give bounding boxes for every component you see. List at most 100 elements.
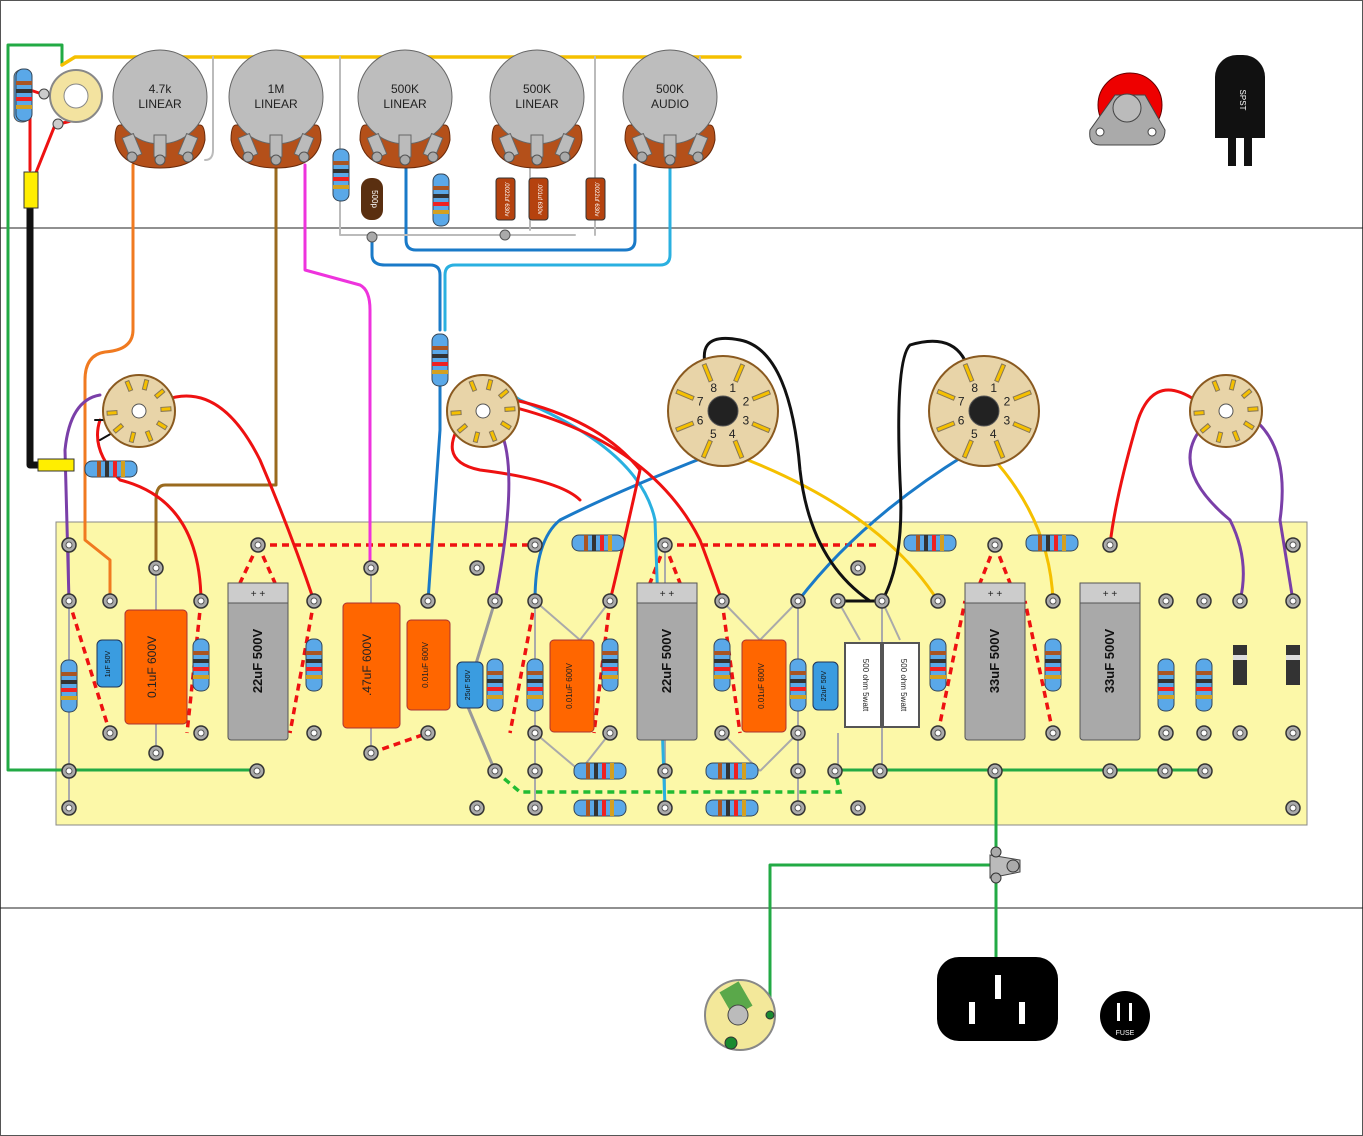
noval-tube-socket bbox=[446, 374, 520, 448]
filter-cap-label: 33uF 500V bbox=[1102, 629, 1117, 694]
cap-label: 0.01uF 600V bbox=[421, 641, 430, 687]
coupling-cap-4 bbox=[549, 639, 595, 733]
cap-label: 22uF 50V bbox=[821, 670, 828, 701]
turret-post-hole bbox=[531, 541, 539, 549]
iec-power-inlet[interactable] bbox=[937, 957, 1058, 1041]
resistor bbox=[60, 659, 78, 713]
filter-cap-label: 22uF 500V bbox=[659, 629, 674, 694]
pots: 4.7kLINEAR1MLINEAR500KLINEAR500KLINEAR50… bbox=[112, 49, 718, 169]
filter-cap-3: + + 33uF 500V bbox=[964, 582, 1026, 741]
fuse-holder[interactable]: FUSE bbox=[1100, 991, 1150, 1041]
ground-lug bbox=[989, 846, 1021, 884]
turret-post-hole bbox=[606, 729, 614, 737]
tone-cap-treble bbox=[495, 177, 516, 221]
pin-number: 7 bbox=[958, 394, 965, 408]
turret-post-hole bbox=[531, 804, 539, 812]
turret-post-hole bbox=[1049, 597, 1057, 605]
cap-label: .47uF 600V bbox=[360, 634, 374, 696]
pot-value: 4.7k bbox=[149, 82, 173, 96]
pot-value: 500K bbox=[656, 82, 684, 96]
pin-number: 5 bbox=[971, 427, 978, 441]
polarity-mark: + + bbox=[251, 589, 266, 600]
pin-number: 8 bbox=[971, 381, 978, 395]
polarity-mark: + + bbox=[660, 589, 675, 600]
turret-post-hole bbox=[991, 541, 999, 549]
turret-post-hole bbox=[106, 597, 114, 605]
turret-post-hole bbox=[367, 564, 375, 572]
resistor bbox=[192, 638, 210, 692]
pot-taper: LINEAR bbox=[383, 97, 427, 111]
ceramic-cap-label: 500p bbox=[370, 190, 379, 208]
fuse-label: FUSE bbox=[1116, 1030, 1135, 1037]
pin-number: 3 bbox=[742, 414, 749, 428]
polarity-mark: + + bbox=[988, 589, 1003, 600]
pin-number: 8 bbox=[710, 381, 717, 395]
power-resistor-label: 500 ohm 5watt bbox=[861, 659, 870, 712]
filter-cap-4: + + 33uF 500V bbox=[1079, 582, 1141, 741]
switch-label: SPST bbox=[1238, 90, 1247, 111]
cap-label: 0.01uF 600V bbox=[565, 662, 574, 708]
resistor bbox=[571, 534, 625, 552]
turret-post-hole bbox=[1161, 767, 1169, 775]
pot-taper: LINEAR bbox=[254, 97, 298, 111]
cap-label: 25uF 50V bbox=[465, 669, 472, 700]
resistor bbox=[929, 638, 947, 692]
filter-cap-label: 33uF 500V bbox=[987, 629, 1002, 694]
resistor bbox=[705, 799, 759, 817]
tone-cap-label: .001uf 630v bbox=[536, 183, 542, 214]
resistor bbox=[526, 658, 544, 712]
turret-post-hole bbox=[1049, 729, 1057, 737]
turret-posts bbox=[61, 537, 1301, 816]
ground-switch[interactable] bbox=[704, 979, 776, 1051]
resistor bbox=[432, 173, 450, 227]
pot-value: 500K bbox=[523, 82, 551, 96]
resistor bbox=[705, 762, 759, 780]
pin-number: 4 bbox=[990, 427, 997, 441]
polarity-mark: + + bbox=[1103, 589, 1118, 600]
shield-sleeve bbox=[37, 458, 75, 472]
cap-label: 1uF 50V bbox=[105, 650, 112, 677]
turret-post-hole bbox=[1162, 729, 1170, 737]
resistor bbox=[789, 658, 807, 712]
resistor bbox=[486, 658, 504, 712]
resistor bbox=[84, 460, 138, 478]
resistor bbox=[15, 68, 33, 122]
resistor bbox=[573, 799, 627, 817]
turret-post-hole bbox=[831, 767, 839, 775]
tone-cap-label: .0022uf 630v bbox=[593, 182, 599, 217]
turret-post-hole bbox=[491, 597, 499, 605]
pot-taper: LINEAR bbox=[138, 97, 182, 111]
resistor bbox=[431, 333, 449, 387]
filter-cap-1: + + 22uF 500V bbox=[227, 582, 289, 741]
coupling-cap-2 bbox=[342, 602, 401, 729]
turret-post-hole bbox=[718, 729, 726, 737]
resistor bbox=[1195, 658, 1213, 712]
turret-post-hole bbox=[934, 729, 942, 737]
turret-post-hole bbox=[834, 597, 842, 605]
pot-taper: LINEAR bbox=[515, 97, 559, 111]
turret-post-hole bbox=[310, 729, 318, 737]
turret-post-hole bbox=[794, 597, 802, 605]
turret-post-hole bbox=[531, 767, 539, 775]
turret-post-hole bbox=[1289, 597, 1297, 605]
spst-toggle-switch[interactable]: SPST bbox=[1215, 55, 1265, 166]
pot-value: 1M bbox=[268, 82, 285, 96]
turret-post-hole bbox=[718, 597, 726, 605]
bypass-cap-1 bbox=[96, 639, 123, 688]
resistor bbox=[1025, 534, 1079, 552]
resistor bbox=[601, 638, 619, 692]
turret-post-hole bbox=[65, 804, 73, 812]
turret-post-hole bbox=[1289, 804, 1297, 812]
turret-post-hole bbox=[661, 541, 669, 549]
turret-post-hole bbox=[876, 767, 884, 775]
pilot-lamp[interactable] bbox=[1089, 72, 1166, 146]
filter-cap-label: 22uF 500V bbox=[250, 629, 265, 694]
turret-post-hole bbox=[794, 729, 802, 737]
turret-post-hole bbox=[491, 767, 499, 775]
